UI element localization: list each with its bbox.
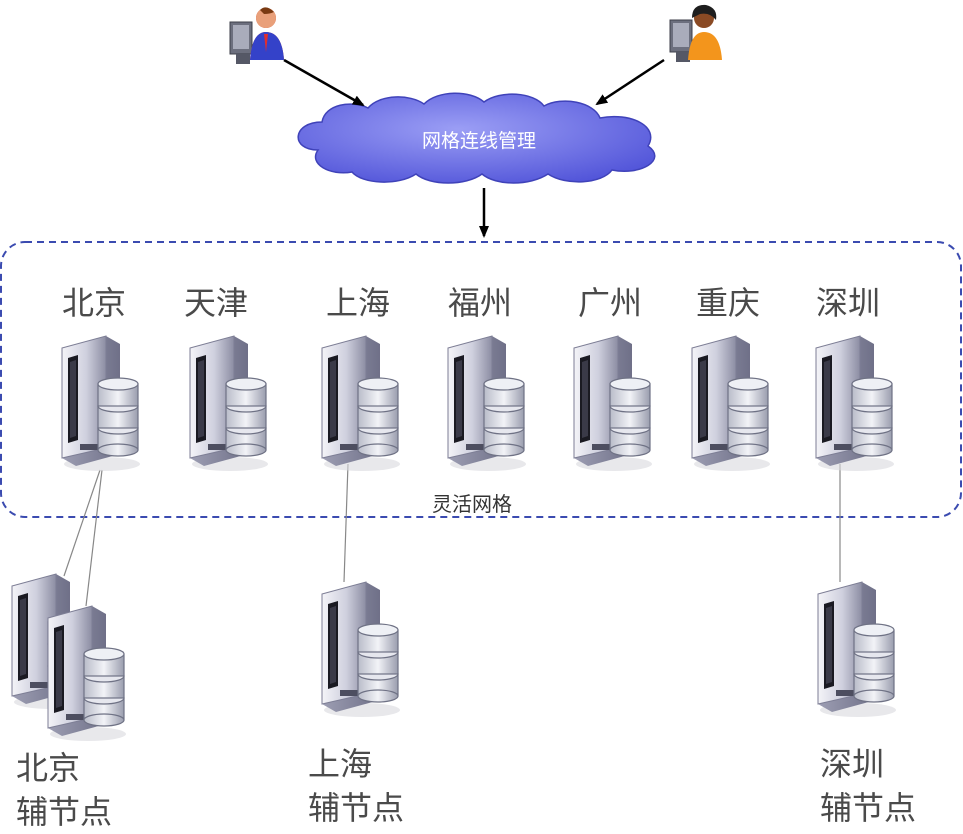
node-label-shenzhen: 深圳 xyxy=(816,284,881,322)
aux-label-shenzhen: 深圳 辅节点 xyxy=(820,742,916,830)
link-beijing-aux2 xyxy=(85,469,103,607)
aux-suffix-shenzhen: 辅节点 xyxy=(820,789,917,827)
aux-suffix-shanghai: 辅节点 xyxy=(308,789,405,827)
grid-label: 灵活网格 xyxy=(432,492,512,516)
cloud-label: 网格连线管理 xyxy=(422,130,537,152)
aux-server-beijing-2-icon xyxy=(47,605,127,742)
server-shanghai-icon xyxy=(321,335,401,472)
link-shanghai-aux xyxy=(343,463,349,583)
aux-city-beijing: 北京 xyxy=(16,749,81,787)
server-chongqing-icon xyxy=(691,335,771,472)
arrow-user1-to-cloud xyxy=(283,58,365,107)
node-label-guangzhou: 广州 xyxy=(578,284,643,322)
user-orange-icon xyxy=(669,4,722,62)
node-label-fuzhou: 福州 xyxy=(448,284,513,322)
server-guangzhou-icon xyxy=(573,335,653,472)
aux-label-shanghai: 上海 辅节点 xyxy=(308,742,404,830)
server-shenzhen-icon xyxy=(815,335,895,472)
server-beijing-icon xyxy=(61,335,141,472)
node-label-shanghai: 上海 xyxy=(326,284,391,322)
server-fuzhou-icon xyxy=(447,335,527,472)
aux-server-shenzhen-icon xyxy=(817,581,897,718)
node-label-chongqing: 重庆 xyxy=(696,284,761,322)
link-beijing-aux1 xyxy=(63,469,101,577)
aux-server-shanghai-icon xyxy=(321,581,401,718)
arrow-user2-to-cloud xyxy=(595,58,665,106)
aux-label-beijing: 北京 辅节点 xyxy=(16,746,112,834)
aux-city-shenzhen: 深圳 xyxy=(820,745,885,783)
aux-city-shanghai: 上海 xyxy=(308,745,373,783)
node-label-beijing: 北京 xyxy=(62,284,127,322)
node-label-tianjin: 天津 xyxy=(184,284,249,322)
aux-suffix-beijing: 辅节点 xyxy=(16,793,113,831)
grid-boundary xyxy=(0,241,962,518)
server-tianjin-icon xyxy=(189,335,269,472)
cloud-icon xyxy=(297,92,656,184)
user-blue-icon xyxy=(229,7,285,65)
